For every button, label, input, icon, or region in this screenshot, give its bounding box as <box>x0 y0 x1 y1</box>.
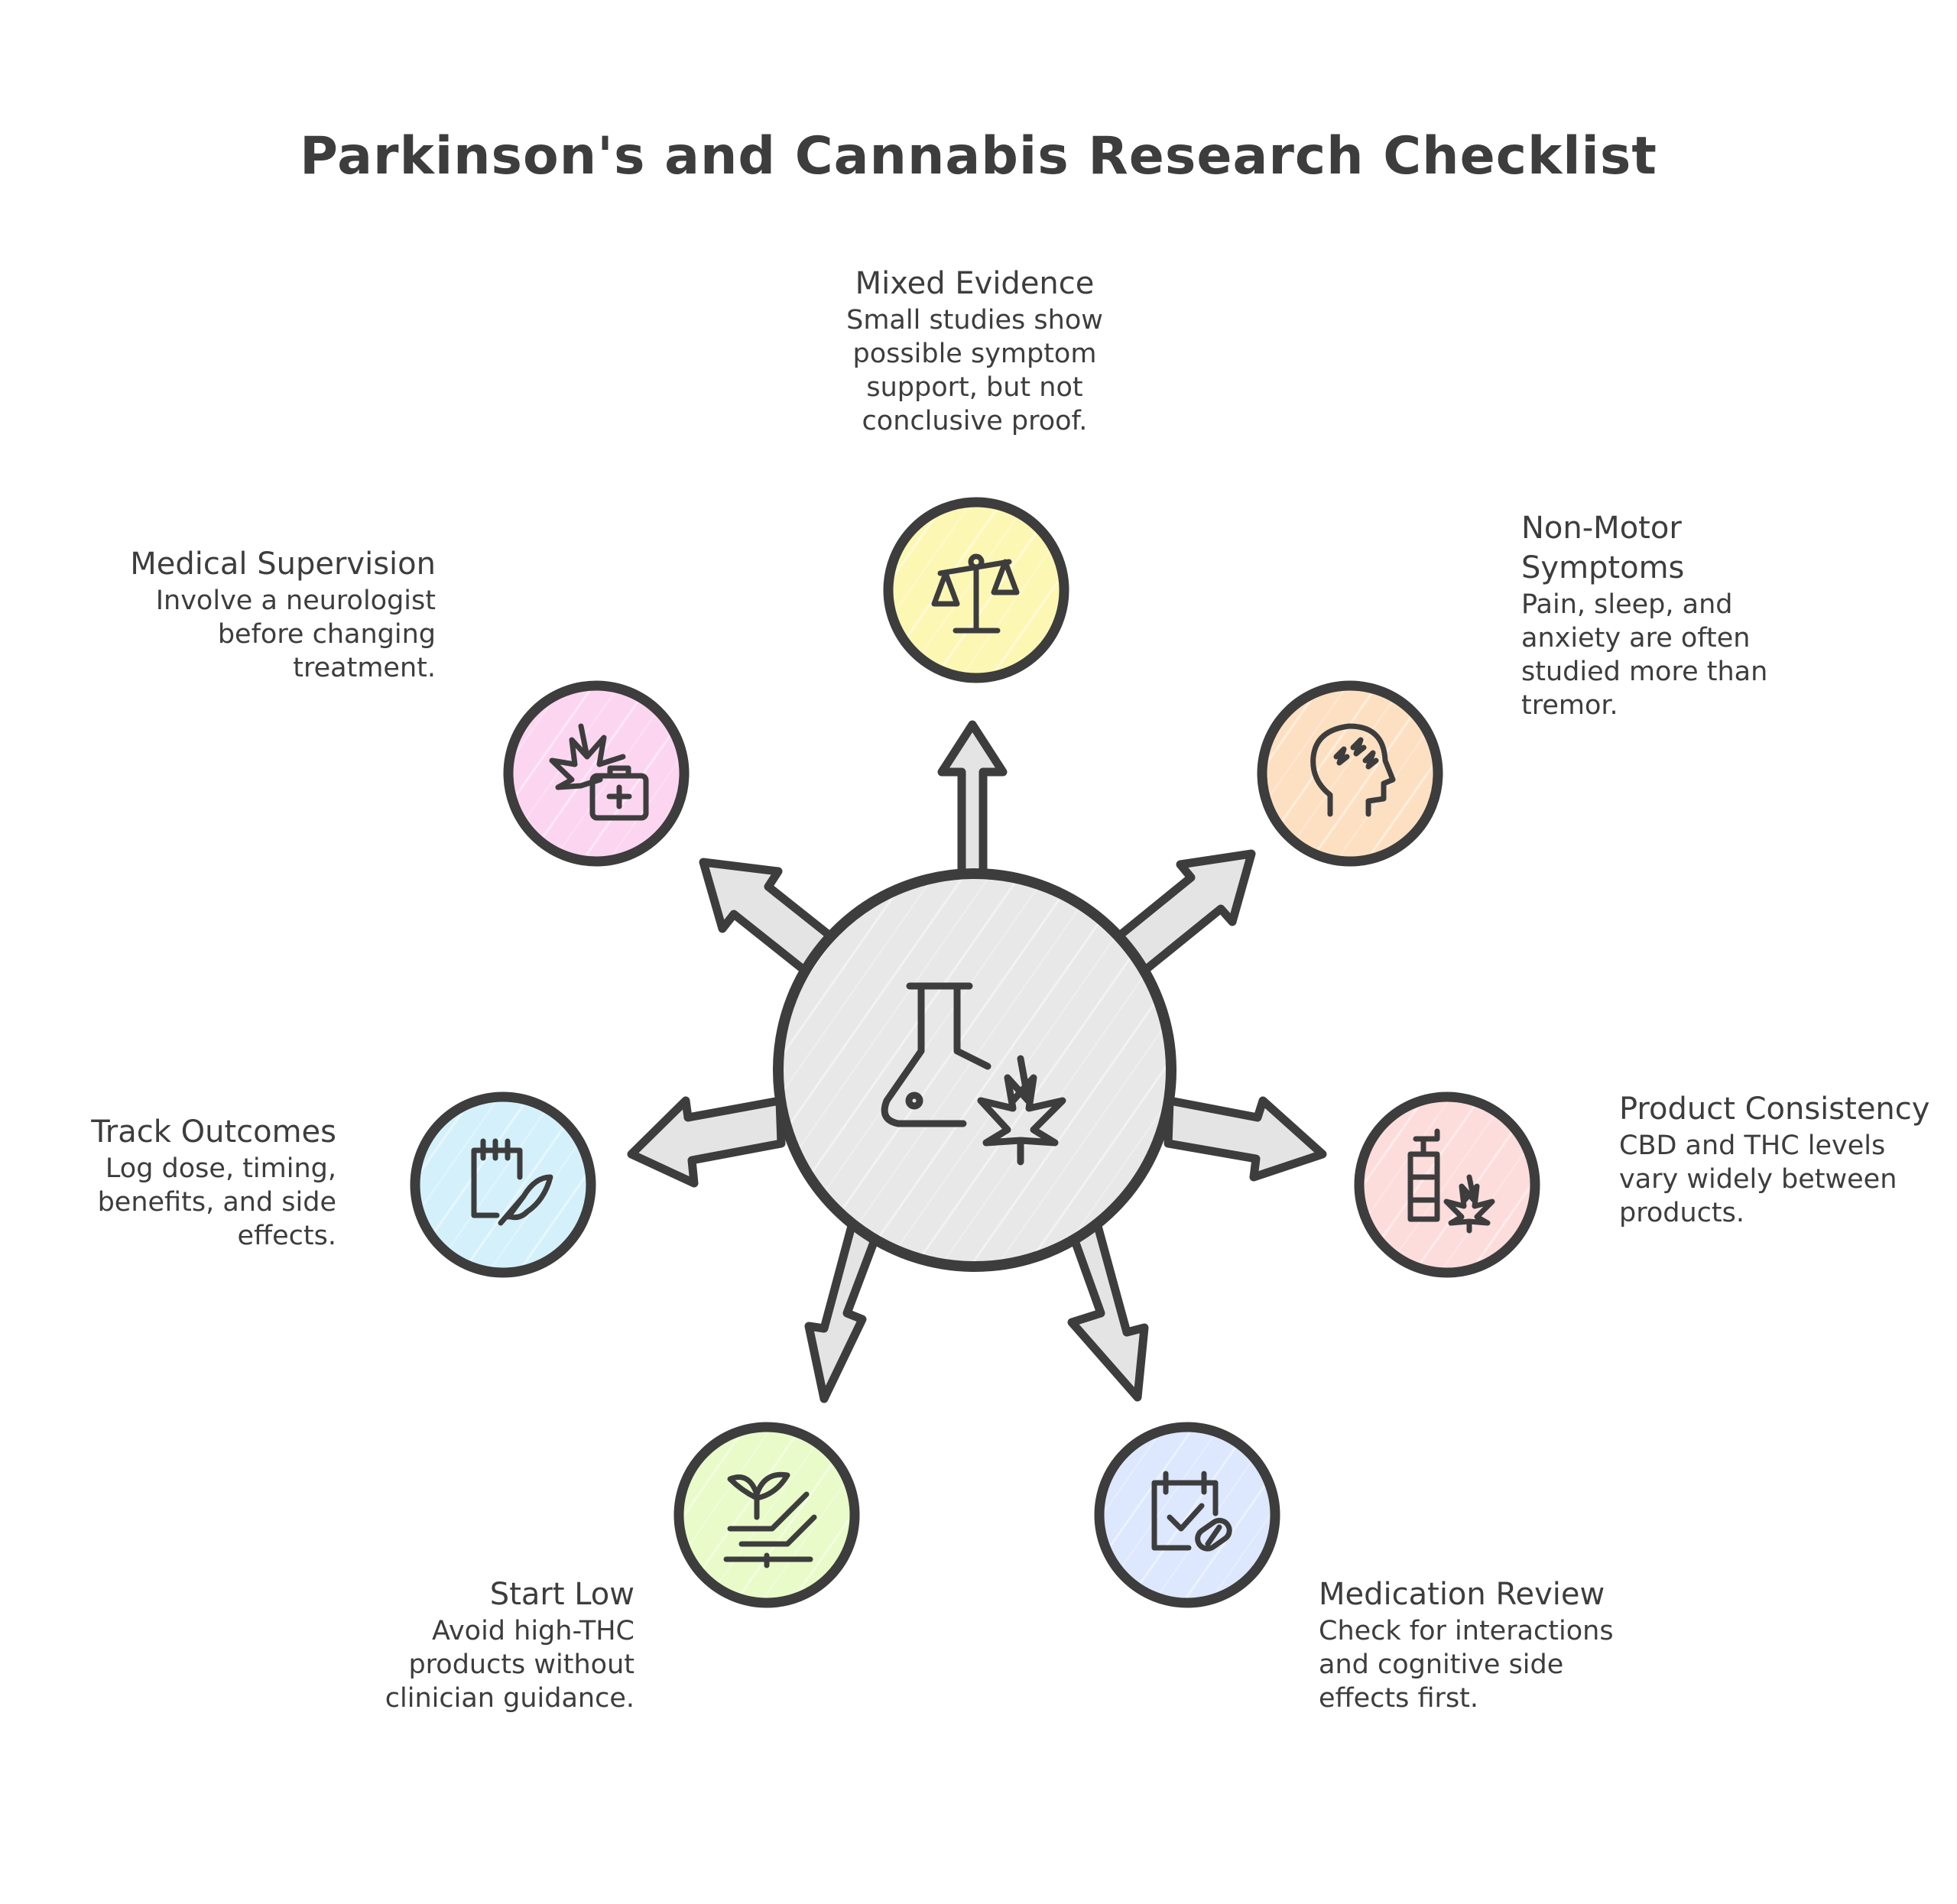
heading-medication-review: Medication Review <box>1319 1577 1605 1612</box>
arrow-up <box>937 720 1008 884</box>
heading-non-motor: Non-Motor Symptoms <box>1521 511 1685 585</box>
description-mixed-evidence: Small studies show possible symptom supp… <box>846 305 1103 436</box>
label-start-low: Start Low Avoid high-THC products withou… <box>336 1575 634 1715</box>
label-medication-review: Medication Review Check for interactions… <box>1319 1575 1624 1715</box>
arrow-lower-left <box>804 1221 882 1403</box>
description-medical-supervision: Involve a neurologist before changing tr… <box>155 585 436 683</box>
leaf-medkit-icon <box>549 723 649 821</box>
page-title: Parkinson's and Cannabis Research Checkl… <box>300 126 1657 187</box>
description-non-motor: Pain, sleep, and anxiety are often studi… <box>1521 589 1768 721</box>
label-track-outcomes: Track Outcomes Log dose, timing, benefit… <box>46 1112 336 1253</box>
arrow-upper-right <box>1113 849 1256 975</box>
heading-start-low: Start Low <box>489 1577 634 1612</box>
label-medical-supervision: Medical Supervision Involve a neurologis… <box>115 544 436 685</box>
calendar-pill-icon <box>1151 1471 1232 1552</box>
description-product-consistency: CBD and THC levels vary widely between p… <box>1619 1130 1897 1228</box>
sprout-hand-icon <box>723 1471 817 1568</box>
flask-leaf-icon <box>881 982 1066 1166</box>
arrow-left <box>627 1096 786 1188</box>
heading-track-outcomes: Track Outcomes <box>91 1114 336 1150</box>
heading-mixed-evidence: Mixed Evidence <box>855 266 1095 301</box>
balance-scale-icon <box>931 553 1020 634</box>
label-product-consistency: Product Consistency CBD and THC levels v… <box>1619 1089 1940 1230</box>
dispenser-leaf-icon <box>1407 1128 1495 1234</box>
heading-product-consistency: Product Consistency <box>1619 1091 1930 1127</box>
label-mixed-evidence: Mixed Evidence Small studies show possib… <box>810 264 1139 438</box>
heading-medical-supervision: Medical Supervision <box>130 547 436 582</box>
label-non-motor: Non-Motor Symptoms Pain, sleep, and anxi… <box>1521 508 1819 722</box>
arrow-lower-right <box>1067 1221 1149 1402</box>
description-medication-review: Check for interactions and cognitive sid… <box>1319 1616 1614 1714</box>
head-brain-icon <box>1310 723 1396 817</box>
hub-circle <box>773 868 1176 1272</box>
description-start-low: Avoid high-THC products without clinicia… <box>385 1616 634 1714</box>
arrow-upper-left <box>699 858 836 975</box>
notepad-quill-icon <box>471 1138 553 1226</box>
description-track-outcomes: Log dose, timing, benefits, and side eff… <box>97 1153 336 1251</box>
arrow-right <box>1163 1096 1327 1182</box>
